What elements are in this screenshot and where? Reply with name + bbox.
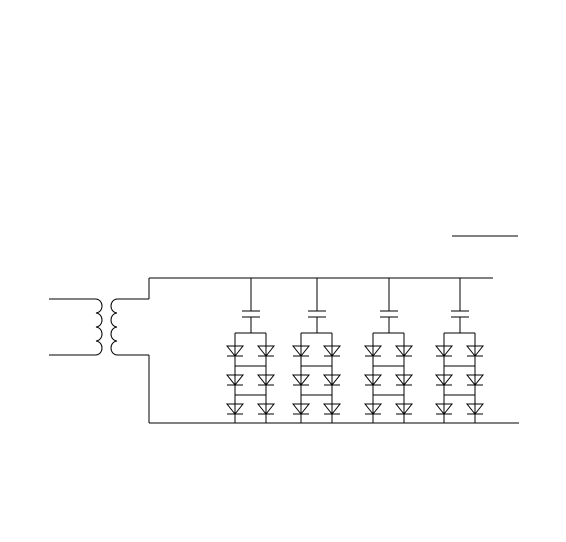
diode-right-3 [465,403,485,415]
diode-triangle [322,403,342,415]
branch-3 [363,278,414,423]
capacitor [242,310,260,318]
branch-4 [434,278,485,423]
primary-winding [95,298,103,356]
diode-triangle [465,403,485,415]
secondary-winding [110,298,118,356]
diode-right-2 [256,374,276,386]
diode-right-3 [394,403,414,415]
diode-left-3 [363,403,383,415]
branch-1 [225,278,276,423]
diode-right-1 [465,345,485,357]
diode-triangle [363,403,383,415]
diode-left-1 [363,345,383,357]
diode-left-2 [225,374,245,386]
diode-triangle [394,403,414,415]
diode-triangle [434,345,454,357]
diode-left-3 [225,403,245,415]
diode-triangle [225,374,245,386]
diode-left-2 [434,374,454,386]
transformer [49,298,149,356]
diode-triangle [322,345,342,357]
diode-triangle [434,403,454,415]
diode-triangle [363,374,383,386]
branch-2 [291,278,342,423]
capacitor [380,310,398,318]
capacitor [451,310,469,318]
branches [225,278,485,423]
diode-triangle [394,374,414,386]
diode-left-2 [291,374,311,386]
diode-left-1 [291,345,311,357]
diode-triangle [291,345,311,357]
diode-left-1 [434,345,454,357]
diode-triangle [465,374,485,386]
diode-triangle [322,374,342,386]
diode-right-2 [465,374,485,386]
diode-triangle [434,374,454,386]
diode-right-1 [256,345,276,357]
diode-triangle [256,345,276,357]
diode-triangle [291,403,311,415]
diode-triangle [225,345,245,357]
diode-triangle [256,374,276,386]
diode-right-1 [394,345,414,357]
diode-triangle [291,374,311,386]
diode-left-1 [225,345,245,357]
diode-left-3 [291,403,311,415]
diode-left-3 [434,403,454,415]
transformer-primary [49,298,103,356]
diode-right-2 [322,374,342,386]
diode-triangle [394,345,414,357]
capacitor [308,310,326,318]
primary-coil [95,298,103,356]
diode-triangle [363,345,383,357]
diode-right-3 [322,403,342,415]
diode-right-2 [394,374,414,386]
diode-left-2 [363,374,383,386]
diode-triangle [256,403,276,415]
secondary-coil [110,298,118,356]
diode-triangle [225,403,245,415]
diode-right-1 [322,345,342,357]
transformer-secondary [110,298,149,356]
diode-right-3 [256,403,276,415]
diode-triangle [465,345,485,357]
